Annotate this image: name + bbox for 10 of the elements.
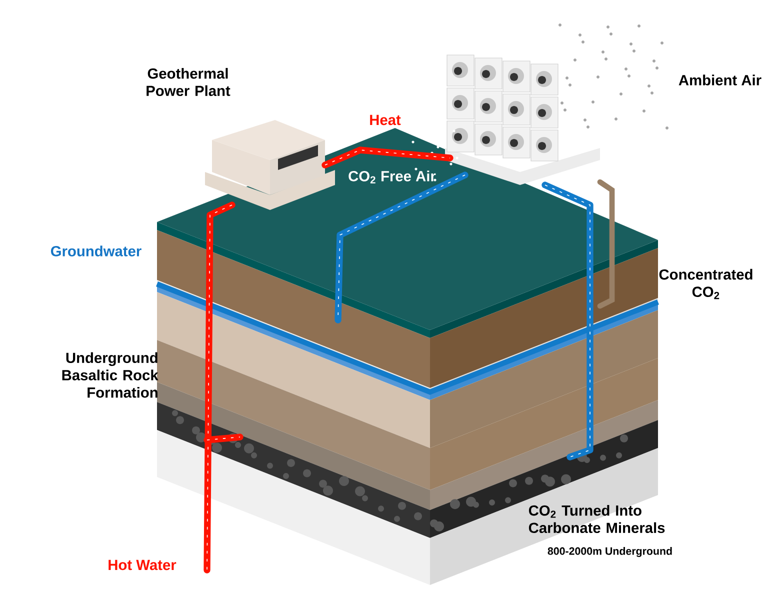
label: Geothermal Power Plant — [146, 68, 230, 96]
label: Ambient Air — [678, 74, 762, 86]
label: Heat — [370, 114, 401, 126]
label: 800-2000m Underground — [548, 547, 672, 557]
label: Concentrated CO$_{2}$ — [659, 268, 752, 300]
label: Groundwater — [50, 246, 142, 256]
label: CO$_{2}$ Turned Into Carbonate Minerals — [528, 504, 665, 534]
label: Underground Basaltic Rock Formation — [62, 352, 158, 398]
label: CO$_{2}$ Free Air — [348, 170, 436, 184]
label: Hot Water — [108, 560, 176, 570]
